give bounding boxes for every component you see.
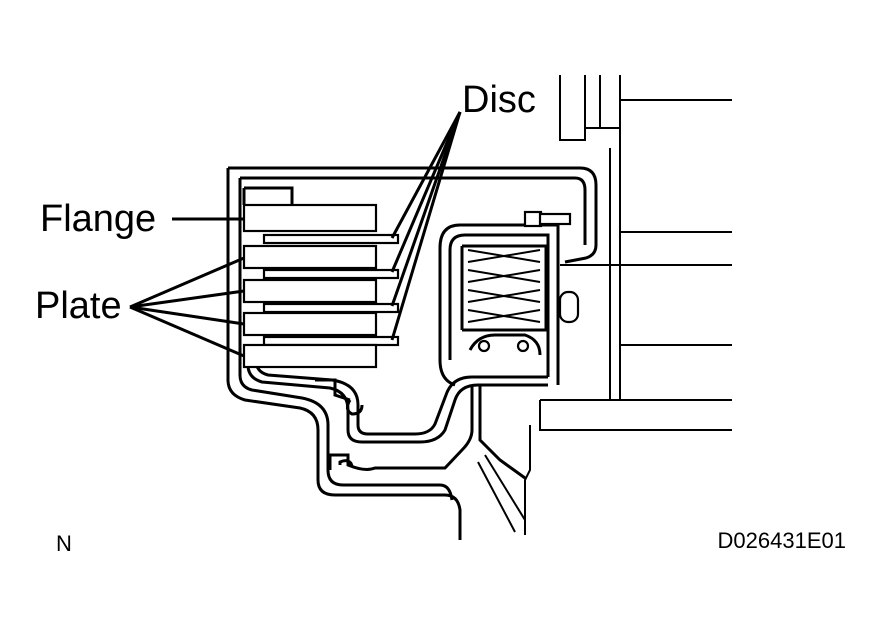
disc [262,268,400,280]
plate-label: Plate [35,285,122,327]
snap-ring [523,210,572,228]
flange-label: Flange [40,198,156,240]
disc-leaders [390,111,462,341]
o-ring [558,290,580,324]
clutch-drum [226,166,598,497]
disc-label: Disc [462,79,536,121]
disc [262,233,400,245]
hub [328,385,526,540]
plate [242,311,378,337]
plate [242,244,378,270]
piston [246,223,560,444]
plate [242,343,378,369]
transmission-case [524,75,732,535]
plate [242,278,378,304]
clutch-pack [242,186,400,369]
disc [262,335,400,347]
flange [242,203,378,233]
return-spring [460,244,548,356]
corner-letter: N [56,531,72,556]
plate-leaders [129,256,245,358]
disc [262,302,400,314]
figure-code: D026431E01 [718,528,846,553]
